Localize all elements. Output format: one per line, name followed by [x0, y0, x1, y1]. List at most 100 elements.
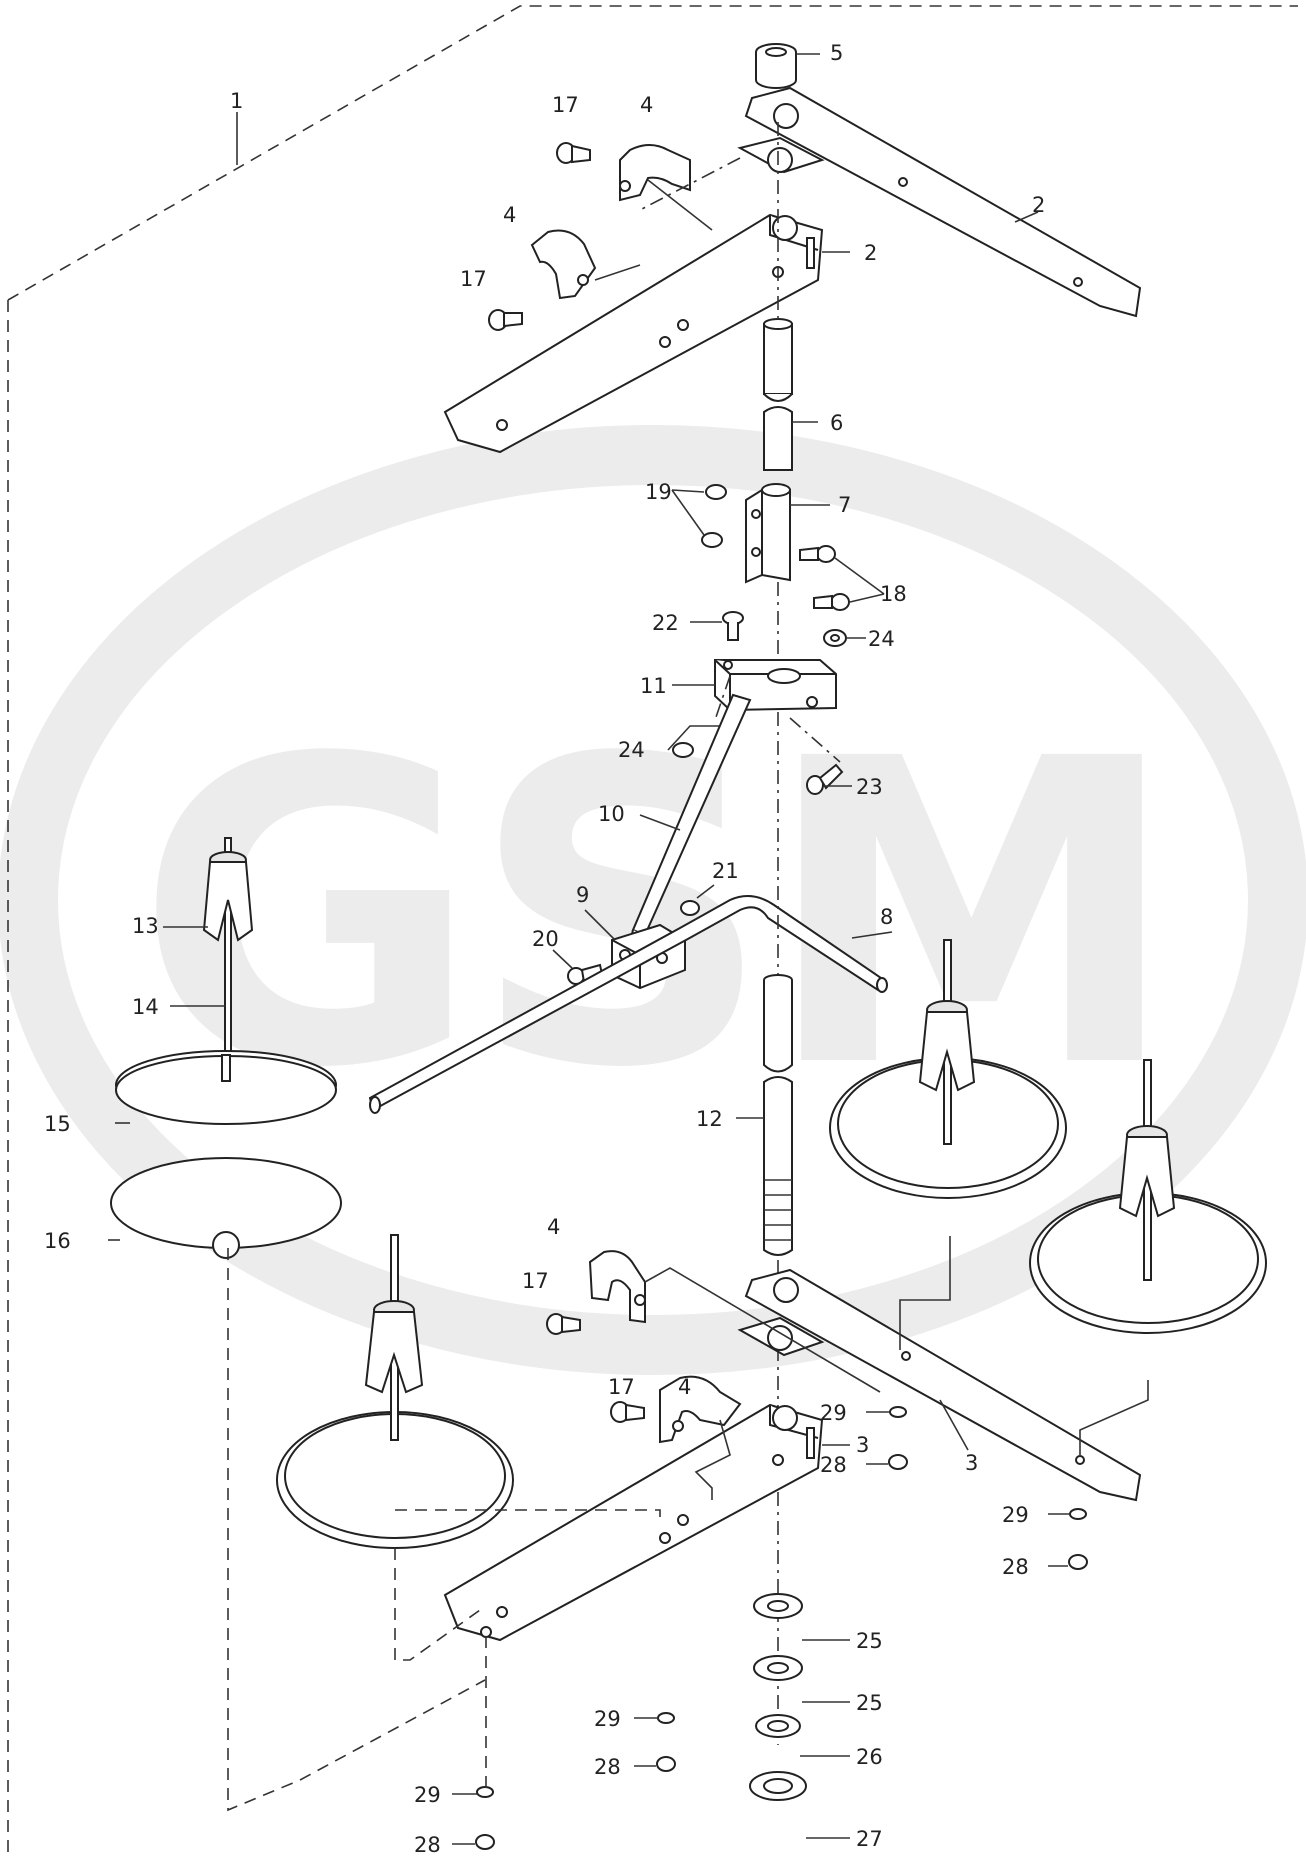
nut-24-right: [823, 629, 847, 647]
nut-24-left: [672, 742, 694, 758]
callout-24-right: 24: [868, 627, 895, 651]
callout-29-b: 29: [1002, 1503, 1029, 1527]
callout-2-right: 2: [1032, 193, 1045, 217]
bracket-4-bottom-a: [588, 1250, 646, 1324]
hardware-28-29-right-b: [1068, 1508, 1088, 1570]
hardware-28-29-center: [656, 1712, 676, 1772]
callout-23: 23: [856, 775, 883, 799]
nut-19-b: [701, 532, 723, 548]
leader-18a: [834, 557, 885, 595]
callout-9: 9: [576, 883, 589, 907]
washer-25-b: [753, 1655, 803, 1681]
clamp-7: [745, 483, 791, 584]
nut-21: [680, 900, 700, 916]
screw-18-b: [813, 593, 850, 611]
callout-17-top: 17: [552, 93, 579, 117]
callout-labels: 1 2 2 3 3 4 4 4 4 5 6 7 8 9 10 11 12 13 …: [44, 41, 1045, 1857]
callout-11: 11: [640, 674, 667, 698]
callout-25-a: 25: [856, 1629, 883, 1653]
callout-27: 27: [856, 1827, 883, 1851]
leader-4-bottom-a: [644, 1267, 881, 1393]
callout-4-top: 4: [640, 93, 653, 117]
callout-28-d: 28: [414, 1833, 441, 1857]
spool-link-left-b: [395, 1509, 661, 1525]
callout-14: 14: [132, 995, 159, 1019]
callout-3-left: 3: [856, 1433, 869, 1457]
bracket-4-upper: [619, 144, 691, 202]
callout-3-right: 3: [965, 1451, 978, 1475]
callout-12: 12: [696, 1107, 723, 1131]
callout-21: 21: [712, 859, 739, 883]
hardware-28-29-right-a: [888, 1406, 908, 1470]
callout-28-c: 28: [594, 1755, 621, 1779]
leader-2b: [1014, 211, 1039, 223]
bracket-4-lower: [530, 229, 597, 300]
leader-21: [696, 884, 715, 899]
callout-5: 5: [830, 41, 843, 65]
spool-link-exploded: [227, 1248, 486, 1812]
callout-2-left: 2: [864, 241, 877, 265]
leader-23-dash: [789, 717, 841, 763]
callout-7: 7: [838, 493, 851, 517]
bent-rod-8: [368, 895, 888, 1114]
callout-4-upper: 4: [503, 203, 516, 227]
callout-19: 19: [645, 480, 672, 504]
top-channel-arm: [443, 213, 824, 454]
callout-24-left: 24: [618, 738, 645, 762]
leader-9: [584, 909, 616, 941]
screw-17-mid: [488, 309, 523, 331]
callout-29-d: 29: [414, 1783, 441, 1807]
leader-20: [552, 949, 573, 969]
spool-stand-center-right: [829, 939, 1067, 1199]
spool-stand-left: [276, 1234, 514, 1549]
callout-17-bottom: 17: [608, 1375, 635, 1399]
leader-24-left: [667, 725, 720, 751]
callout-22: 22: [652, 611, 679, 635]
screw-17-bottom-b: [610, 1401, 645, 1423]
washer-25-a: [753, 1593, 803, 1619]
bottom-plate-arm: [737, 1268, 1142, 1502]
screw-17-upper: [556, 142, 591, 164]
leader-10: [639, 814, 681, 831]
callout-10: 10: [598, 802, 625, 826]
leader-3a: [939, 1399, 969, 1451]
pipe-6: [763, 318, 793, 471]
screw-23: [806, 763, 844, 795]
top-link-dash-2: [714, 675, 731, 721]
callout-4-bottom: 4: [678, 1375, 691, 1399]
leader-bracket-4b: [594, 264, 641, 281]
callout-1: 1: [230, 89, 243, 113]
callout-17-upper: 17: [460, 267, 487, 291]
top-link-dash: [639, 157, 741, 211]
hardware-28-29-left: [475, 1786, 495, 1850]
nut-19-a: [705, 484, 727, 500]
callout-29-a: 29: [820, 1401, 847, 1425]
washer-26: [755, 1714, 801, 1738]
leader-4-bottom-b: [694, 1419, 731, 1500]
leader-bracket-4a: [647, 179, 713, 231]
top-plate-arm: [737, 86, 1142, 318]
leader-18b: [849, 593, 885, 603]
callout-15: 15: [44, 1112, 71, 1136]
screw-17-bottom-a: [546, 1313, 581, 1335]
callout-25-b: 25: [856, 1691, 883, 1715]
spool-link-left: [394, 1548, 481, 1661]
callout-28-a: 28: [820, 1453, 847, 1477]
leader-19b: [671, 489, 705, 536]
callout-17-lower: 17: [522, 1269, 549, 1293]
spool-link-right-a: [899, 1236, 951, 1350]
screw-22: [722, 611, 744, 641]
spool-stand-far-right: [1029, 1059, 1267, 1334]
leader-19a: [671, 489, 705, 493]
part-5-sleeve: [755, 43, 797, 89]
callout-4-lower: 4: [547, 1215, 560, 1239]
screw-20: [567, 963, 604, 985]
callout-20: 20: [532, 927, 559, 951]
washer-27: [749, 1771, 807, 1801]
screw-18-a: [799, 545, 836, 563]
assembly-boundary: [7, 5, 1298, 1860]
leader-8: [851, 931, 893, 939]
spool-link-right-b: [1079, 1380, 1149, 1455]
